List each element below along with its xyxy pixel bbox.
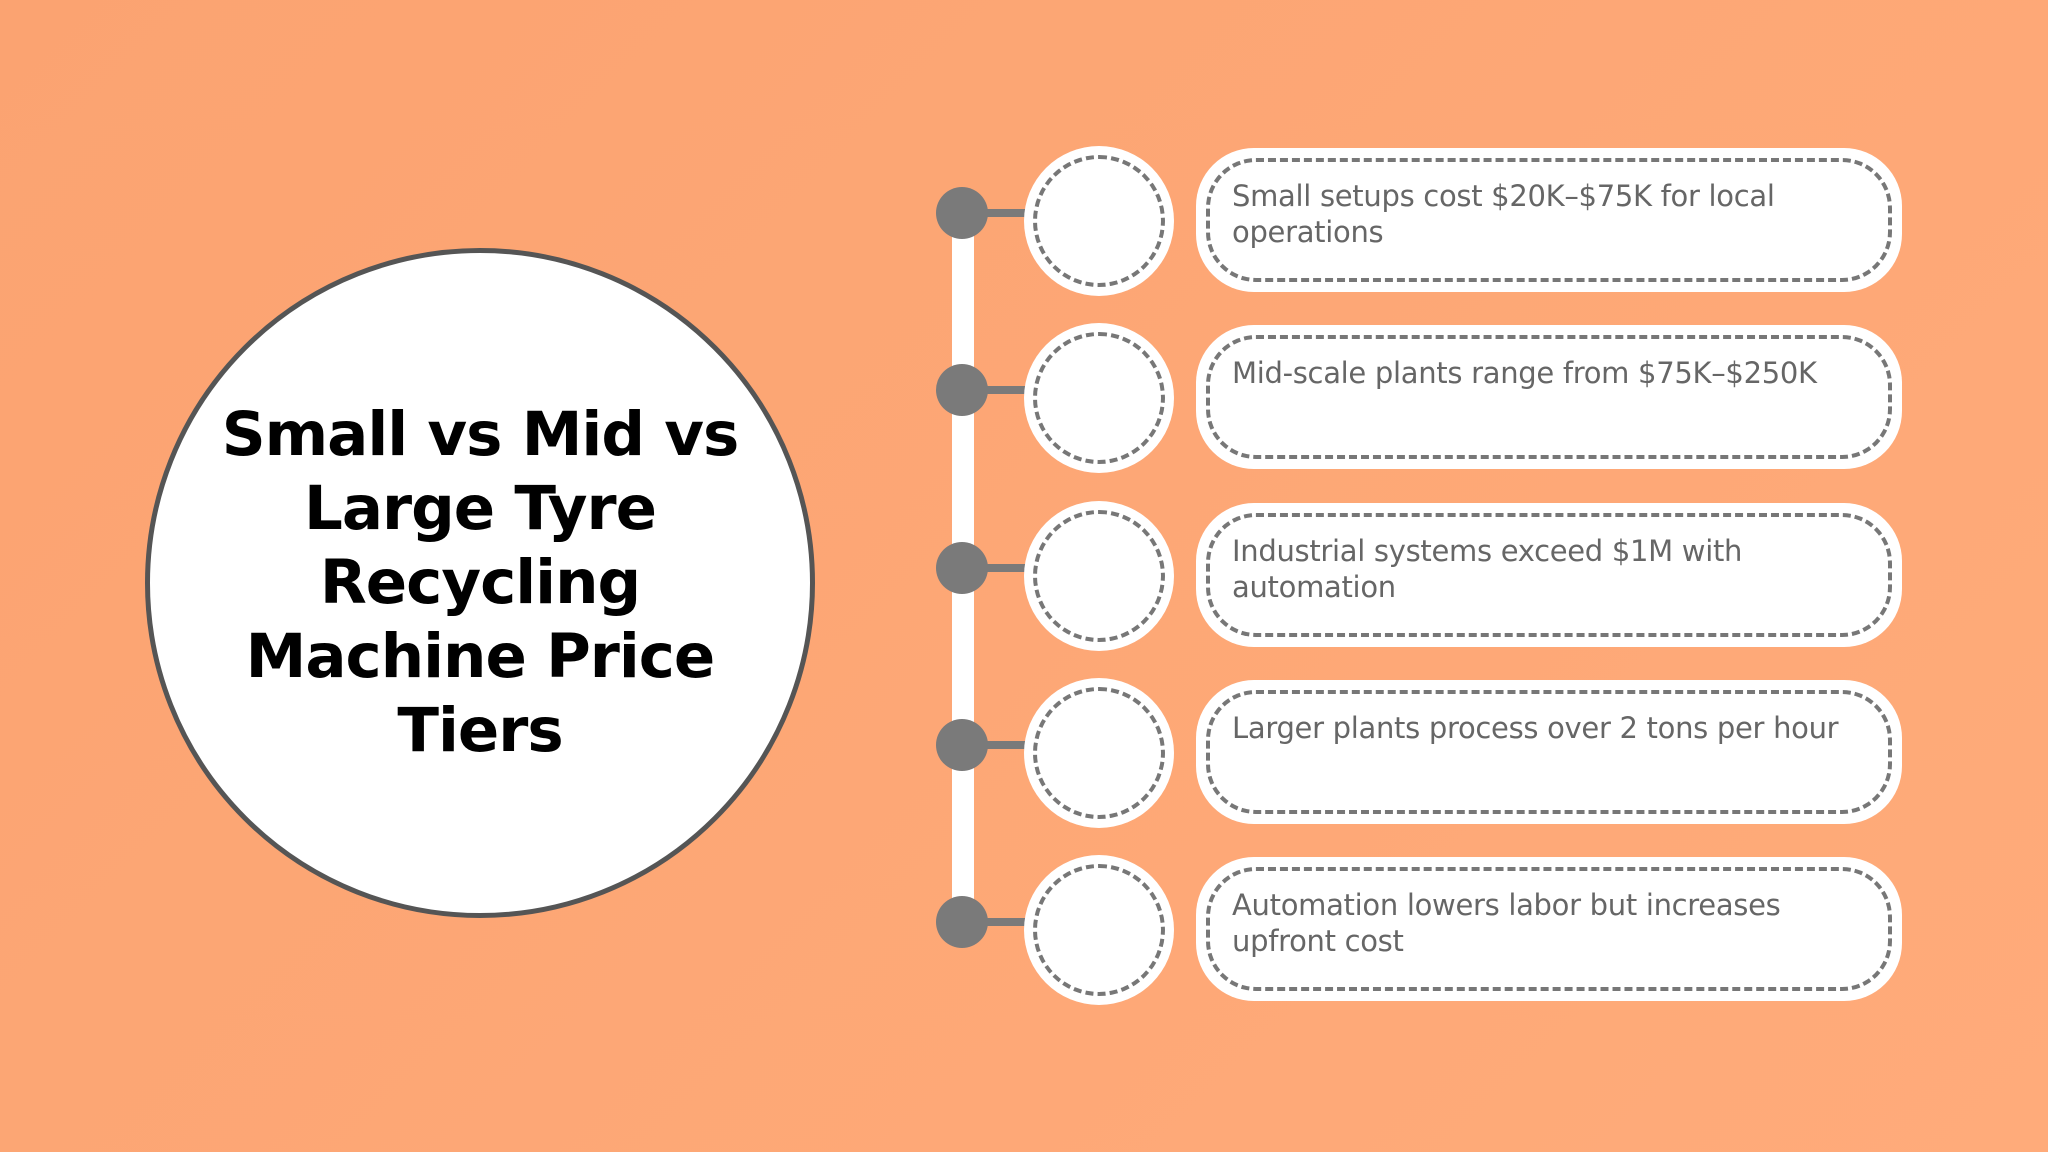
step-card: Small setups cost $20K–$75K for local op…	[1196, 148, 1902, 292]
step-text: Industrial systems exceed $1M with autom…	[1232, 534, 1743, 604]
step-text: Mid-scale plants range from $75K–$250K	[1232, 356, 1817, 390]
step-text: Automation lowers labor but increases up…	[1232, 888, 1781, 958]
step-circle	[1024, 323, 1174, 473]
timeline-connector	[975, 209, 1027, 217]
step-card: Automation lowers labor but increases up…	[1196, 857, 1902, 1001]
title: Small vs Mid vs Large Tyre Recycling Mac…	[221, 399, 740, 766]
step-card: Mid-scale plants range from $75K–$250K	[1196, 325, 1902, 469]
timeline-connector	[975, 564, 1027, 572]
timeline-connector	[975, 918, 1027, 926]
step-card: Larger plants process over 2 tons per ho…	[1196, 680, 1902, 824]
step-text: Larger plants process over 2 tons per ho…	[1232, 711, 1839, 745]
timeline-connector	[975, 386, 1027, 394]
title-circle: Small vs Mid vs Large Tyre Recycling Mac…	[145, 248, 815, 918]
step-circle	[1024, 678, 1174, 828]
step-text: Small setups cost $20K–$75K for local op…	[1232, 179, 1775, 249]
step-circle	[1024, 855, 1174, 1005]
step-card: Industrial systems exceed $1M with autom…	[1196, 503, 1902, 647]
timeline-connector	[975, 741, 1027, 749]
step-circle	[1024, 501, 1174, 651]
step-circle	[1024, 146, 1174, 296]
